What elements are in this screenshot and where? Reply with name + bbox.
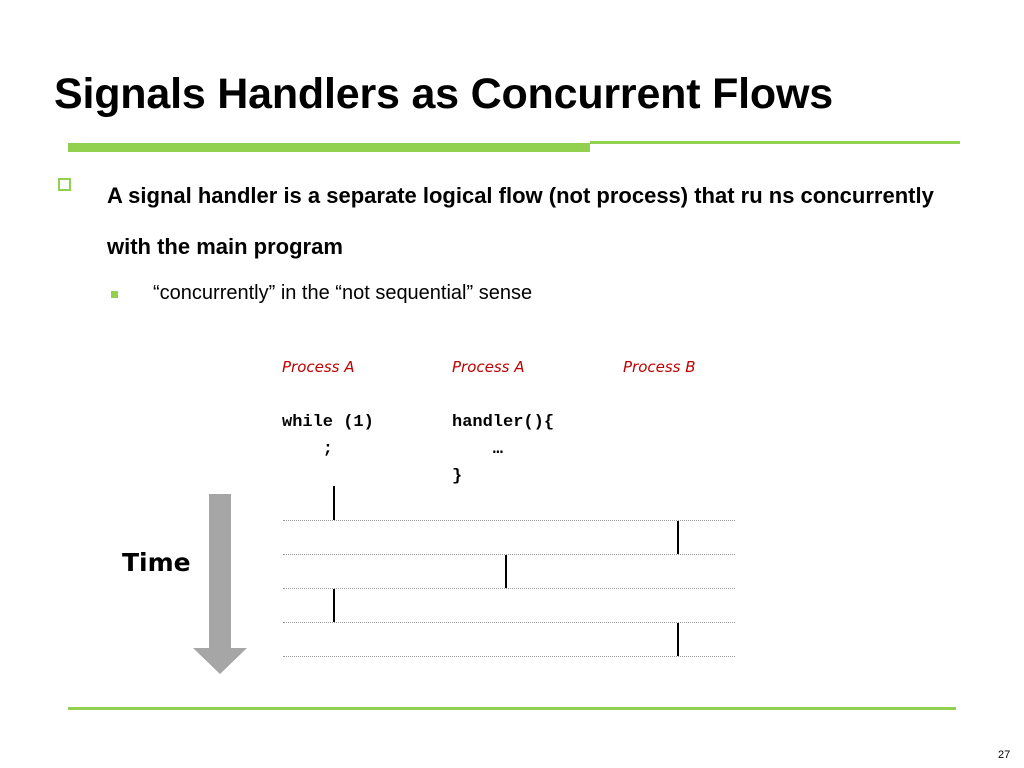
hollow-square-bullet-icon — [58, 178, 71, 191]
timeline-divider — [283, 588, 735, 589]
execution-segment-process-a — [333, 589, 335, 622]
timeline-divider — [283, 622, 735, 623]
page-number: 27 — [998, 749, 1011, 761]
filled-square-bullet-icon — [111, 291, 118, 298]
process-label-b: Process B — [623, 358, 696, 376]
footer-rule — [68, 707, 956, 710]
timeline-divider — [283, 554, 735, 555]
execution-segment-process-b — [677, 623, 679, 656]
timeline-divider — [283, 520, 735, 521]
main-loop-code: while (1) ; — [282, 413, 374, 459]
time-down-arrow-icon — [193, 494, 247, 674]
time-label: Time — [122, 548, 191, 577]
slide-title: Signals Handlers as Concurrent Flows — [54, 70, 833, 118]
execution-segment-process-b — [677, 521, 679, 554]
title-underline-thin — [590, 141, 960, 144]
title-underline-thick — [68, 143, 590, 152]
bullet-main-text: A signal handler is a separate logical f… — [107, 183, 934, 259]
execution-segment-handler — [505, 555, 507, 588]
timeline-divider — [283, 656, 735, 657]
process-label-a-main: Process A — [282, 358, 355, 376]
process-label-a-handler: Process A — [452, 358, 525, 376]
execution-segment-process-a — [333, 486, 335, 520]
handler-code: handler(){ … } — [452, 413, 555, 486]
bullet-sub-text: “concurrently” in the “not sequential” s… — [153, 282, 533, 304]
